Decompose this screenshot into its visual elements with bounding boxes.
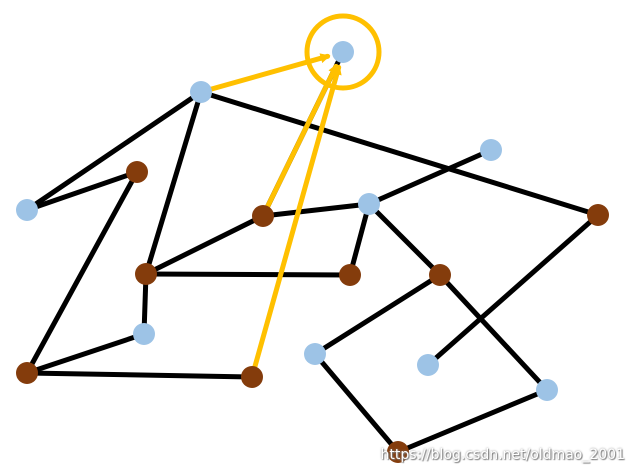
light-node-n4 — [16, 199, 38, 221]
edge-n7-n6 — [260, 201, 372, 219]
light-node-n17 — [536, 379, 558, 401]
edge-n9-n7 — [143, 213, 266, 277]
light-node-n12 — [133, 323, 155, 345]
edge-n4-n3 — [24, 169, 140, 213]
edge-n2-n4 — [24, 89, 204, 213]
edge-n10-n6 — [347, 201, 372, 278]
edge-n11-n17 — [437, 272, 550, 393]
target-highlight-ring — [304, 13, 382, 91]
dark-node-n9 — [135, 263, 157, 285]
dark-node-n11 — [429, 264, 451, 286]
edge-n2-n8 — [198, 89, 601, 218]
edge-n8-n14 — [425, 212, 601, 368]
light-node-n6 — [358, 193, 380, 215]
edge-layer — [24, 49, 601, 455]
highlight-arrow-n7 — [260, 63, 339, 219]
light-node-n2 — [190, 81, 212, 103]
edge-n15-n12 — [24, 331, 147, 376]
dark-node-n8 — [587, 204, 609, 226]
light-node-n5 — [480, 139, 502, 161]
highlight-arrow-n16 — [249, 64, 342, 380]
edge-n9-n10 — [143, 271, 353, 278]
highlight-layer — [198, 13, 382, 380]
dark-node-n15 — [16, 362, 38, 384]
edge-n6-n5 — [366, 147, 494, 207]
dark-node-n10 — [339, 264, 361, 286]
edge-n3-n15 — [24, 169, 140, 376]
edge-n6-n11 — [366, 201, 443, 278]
dark-node-n18 — [387, 441, 409, 463]
dark-node-n7 — [252, 205, 274, 227]
node-layer — [16, 41, 609, 463]
light-node-n13 — [304, 343, 326, 365]
light-node-n14 — [417, 354, 439, 376]
watermark: https://blog.csdn.net/oldmao_2001 — [380, 447, 625, 463]
edge-n13-n18 — [312, 351, 401, 455]
edge-n2-n9 — [143, 89, 204, 277]
edge-n11-n13 — [312, 272, 443, 357]
dark-node-n16 — [241, 366, 263, 388]
edge-n18-n17 — [395, 387, 550, 455]
light-node-target — [332, 41, 354, 63]
dark-node-n3 — [126, 161, 148, 183]
edge-n15-n16 — [24, 370, 255, 380]
